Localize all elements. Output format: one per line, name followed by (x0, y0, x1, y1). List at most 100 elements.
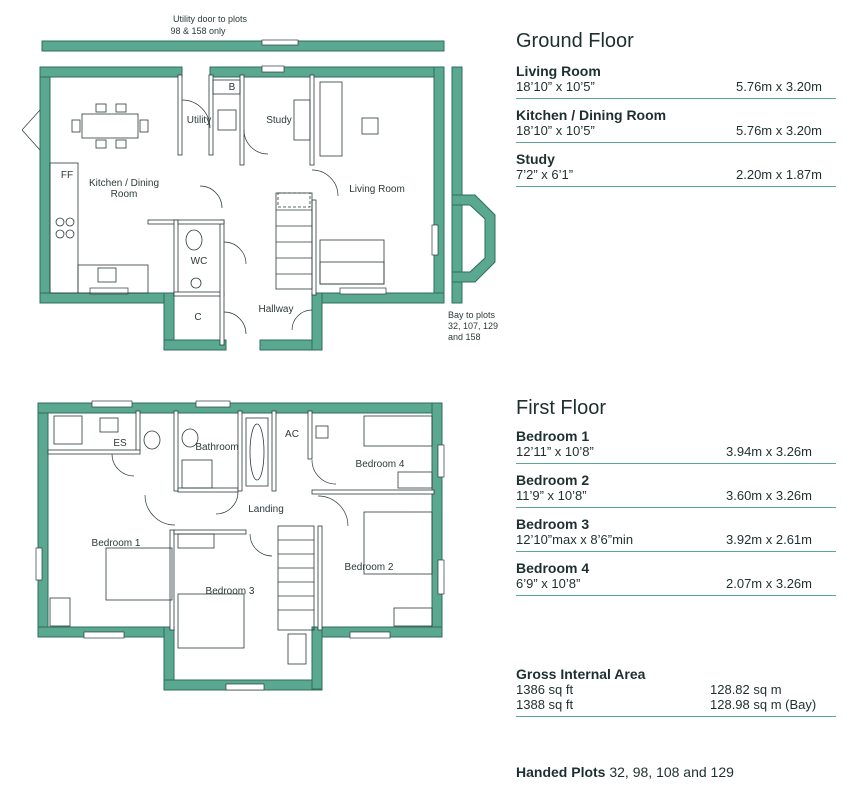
label-es: ES (113, 438, 127, 449)
bath (245, 417, 269, 487)
bay-note-2: 32, 107, 129 (448, 321, 498, 331)
bed1-bed (105, 547, 173, 601)
utility-door-window (261, 39, 299, 46)
label-utility: Utility (187, 115, 211, 126)
gia-title: Gross Internal Area (516, 666, 646, 682)
room-name: Bedroom 1 (516, 428, 590, 444)
north-wall-east (209, 66, 445, 78)
room-block-bed3: Bedroom 3 12’10”max x 8’6”min 3.92m x 2.6… (516, 514, 836, 552)
room-imperial: 6’9” x 10’8” (516, 576, 581, 591)
room-metric: 3.94m x 3.26m (726, 444, 812, 459)
room-metric: 2.20m x 1.87m (736, 167, 822, 182)
label-wc: WC (191, 256, 208, 267)
bed1-side-window (35, 547, 43, 581)
south-wall-kitchen (39, 292, 175, 304)
gia-block: Gross Internal Area 1386 sq ft 128.82 sq … (516, 664, 836, 717)
label-hallway: Hallway (258, 304, 293, 315)
west-wall (39, 66, 51, 304)
room-name: Bedroom 2 (516, 472, 590, 488)
gia-sqft: 1388 sq ft (516, 697, 574, 712)
bay-note-1: Bay to plots (448, 310, 496, 320)
hallway-east-wall (311, 292, 323, 351)
ground-floor-panel: Ground Floor Living Room 18’10” x 10’5”5… (516, 30, 836, 187)
room-imperial: 7’2” x 6’1” (516, 167, 574, 182)
utility-note-2: 98 & 158 only (170, 26, 226, 36)
bed2-bed (363, 511, 433, 575)
label-c: C (194, 312, 201, 323)
bay-note-3: and 158 (448, 332, 481, 342)
handed-plots-list: 32, 98, 108 and 129 (609, 764, 734, 780)
first-floor-panel: First Floor Bedroom 1 12’11” x 10’8” 3.94… (516, 397, 836, 596)
dining-table (81, 113, 139, 139)
first-floor-title: First Floor (516, 397, 606, 419)
label-ff: FF (61, 170, 73, 181)
room-metric: 5.76m x 3.20m (736, 123, 822, 138)
label-bedroom4: Bedroom 4 (356, 459, 405, 470)
bay-wall (451, 66, 463, 304)
room-name: Bedroom 4 (516, 560, 590, 576)
room-name: Study (516, 151, 555, 167)
room-imperial: 11’9” x 10’8” (516, 488, 587, 503)
bed3-window (225, 683, 265, 691)
east-wall (433, 66, 445, 304)
handed-plots: Handed Plots 32, 98, 108 and 129 (516, 764, 734, 780)
room-block-kitchen: Kitchen / Dining Room 18’10” x 10’5” 5.76… (516, 105, 836, 143)
room-block-bed1: Bedroom 1 12’11” x 10’8” 3.94m x 3.26m (516, 426, 836, 464)
bay-window-wall (451, 194, 496, 283)
room-metric: 3.92m x 2.61m (726, 532, 812, 547)
label-kitchen-2: Room (111, 189, 138, 200)
label-kitchen-1: Kitchen / Dining (89, 178, 159, 189)
label-study: Study (266, 115, 292, 126)
label-bedroom1: Bedroom 1 (92, 538, 141, 549)
kitchen-worktop (49, 162, 79, 294)
bed3-bed (177, 593, 245, 649)
utility-door (181, 99, 211, 129)
kitchen-door (199, 185, 223, 209)
room-name: Bedroom 3 (516, 516, 590, 532)
utility-note-1: Utility door to plots (173, 14, 248, 24)
ground-floor-title: Ground Floor (516, 30, 634, 52)
room-imperial: 18’10” x 10’5” (516, 123, 595, 138)
north-wall-kitchen (39, 66, 183, 78)
handed-label: Handed Plots (516, 764, 606, 780)
gia-sqm: 128.82 sq m (710, 682, 782, 697)
label-bedroom3: Bedroom 3 (206, 586, 255, 597)
room-block-study: Study 7’2” x 6’1” 2.20m x 1.87m (516, 149, 836, 187)
bed4-bed (363, 415, 433, 447)
ff-bed3-east-wall (311, 626, 323, 690)
ground-stairs (275, 192, 313, 290)
french-doors (21, 109, 41, 151)
room-imperial: 12’10”max x 8’6”min (516, 532, 634, 547)
room-imperial: 18’10” x 10’5” (516, 79, 595, 94)
room-block-living: Living Room 18’10” x 10’5”5.76m x 3.20m (516, 61, 836, 99)
bed2-side-window (437, 559, 445, 595)
bed2-window (349, 631, 391, 639)
bed1-window (83, 631, 125, 639)
living-window (339, 287, 387, 295)
gia-sqm: 128.98 sq m (Bay) (710, 697, 817, 712)
bed4-window (437, 444, 445, 478)
living-side-window (431, 224, 439, 256)
south-wall-living (311, 292, 445, 304)
label-bathroom: Bathroom (195, 442, 238, 453)
room-block-bed4: Bedroom 4 6’9” x 10’8” 2.07m x 3.26m (516, 558, 836, 596)
room-metric: 2.07m x 3.26m (726, 576, 812, 591)
kitchen-window (89, 287, 129, 295)
room-block-bed2: Bedroom 2 11’9” x 10’8” 3.60m x 3.26m (516, 470, 836, 508)
label-landing: Landing (248, 504, 284, 515)
bathroom-window (195, 400, 231, 408)
gia-sqft: 1386 sq ft (516, 682, 574, 697)
first-stairs (277, 525, 315, 631)
cupboard-south-wall (163, 339, 227, 351)
label-living: Living Room (349, 184, 405, 195)
boundary-wall (41, 40, 445, 52)
room-metric: 3.60m x 3.26m (726, 488, 812, 503)
first-floor-plan: ES Bathroom AC Bedroom 4 Landing Bedroom… (35, 400, 445, 691)
ff-east-wall (431, 402, 443, 638)
room-name: Kitchen / Dining Room (516, 107, 667, 123)
label-ac: AC (285, 429, 299, 440)
ground-floor-plan: Kitchen / Dining Room FF Utility B Study… (21, 14, 498, 351)
room-imperial: 12’11” x 10’8” (516, 444, 594, 459)
ff-west-wall (37, 402, 49, 638)
